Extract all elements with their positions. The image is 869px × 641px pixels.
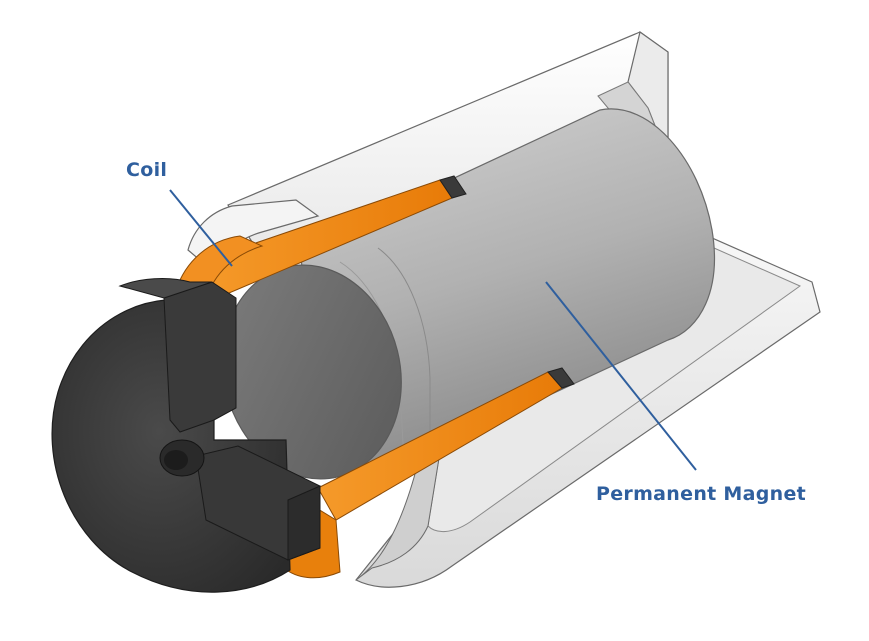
callout-coil: Coil [126, 159, 233, 267]
magnet-chamfer-line [377, 247, 431, 452]
coil-lower-end [547, 367, 575, 389]
core-lower-tooth-face [287, 485, 321, 561]
magnet-leader-line [545, 281, 697, 471]
housing-bottom-inner [427, 247, 802, 532]
core-upper-tooth [163, 281, 237, 433]
core-pole-piece [51, 278, 321, 593]
permanent-magnet [222, 108, 716, 480]
coil-upper-end [439, 175, 467, 199]
magnet-label: Permanent Magnet [596, 483, 806, 505]
coil-leader-line [169, 189, 233, 267]
callout-permanent-magnet: Permanent Magnet [545, 281, 806, 505]
housing-bottom-rim [355, 451, 441, 581]
core-upper-tooth-top [118, 278, 213, 299]
core-center-bore-inner [164, 450, 188, 470]
coil-label: Coil [126, 159, 167, 181]
